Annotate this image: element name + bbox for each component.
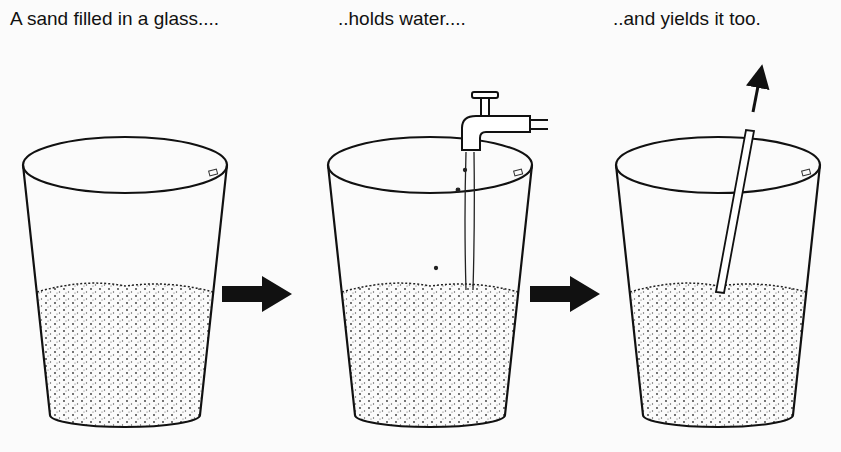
glass-water bbox=[328, 137, 532, 427]
water-tap bbox=[462, 92, 548, 150]
water-stream bbox=[435, 152, 475, 290]
caption-text: ..and yields it too. bbox=[613, 8, 761, 31]
caption-text: A sand filled in a glass.... bbox=[10, 8, 219, 31]
glass-sand bbox=[23, 137, 227, 427]
flow-arrow bbox=[530, 276, 600, 312]
flow-arrow bbox=[222, 276, 292, 312]
caption-text: ..holds water.... bbox=[338, 8, 466, 31]
drinking-straw bbox=[716, 76, 760, 293]
